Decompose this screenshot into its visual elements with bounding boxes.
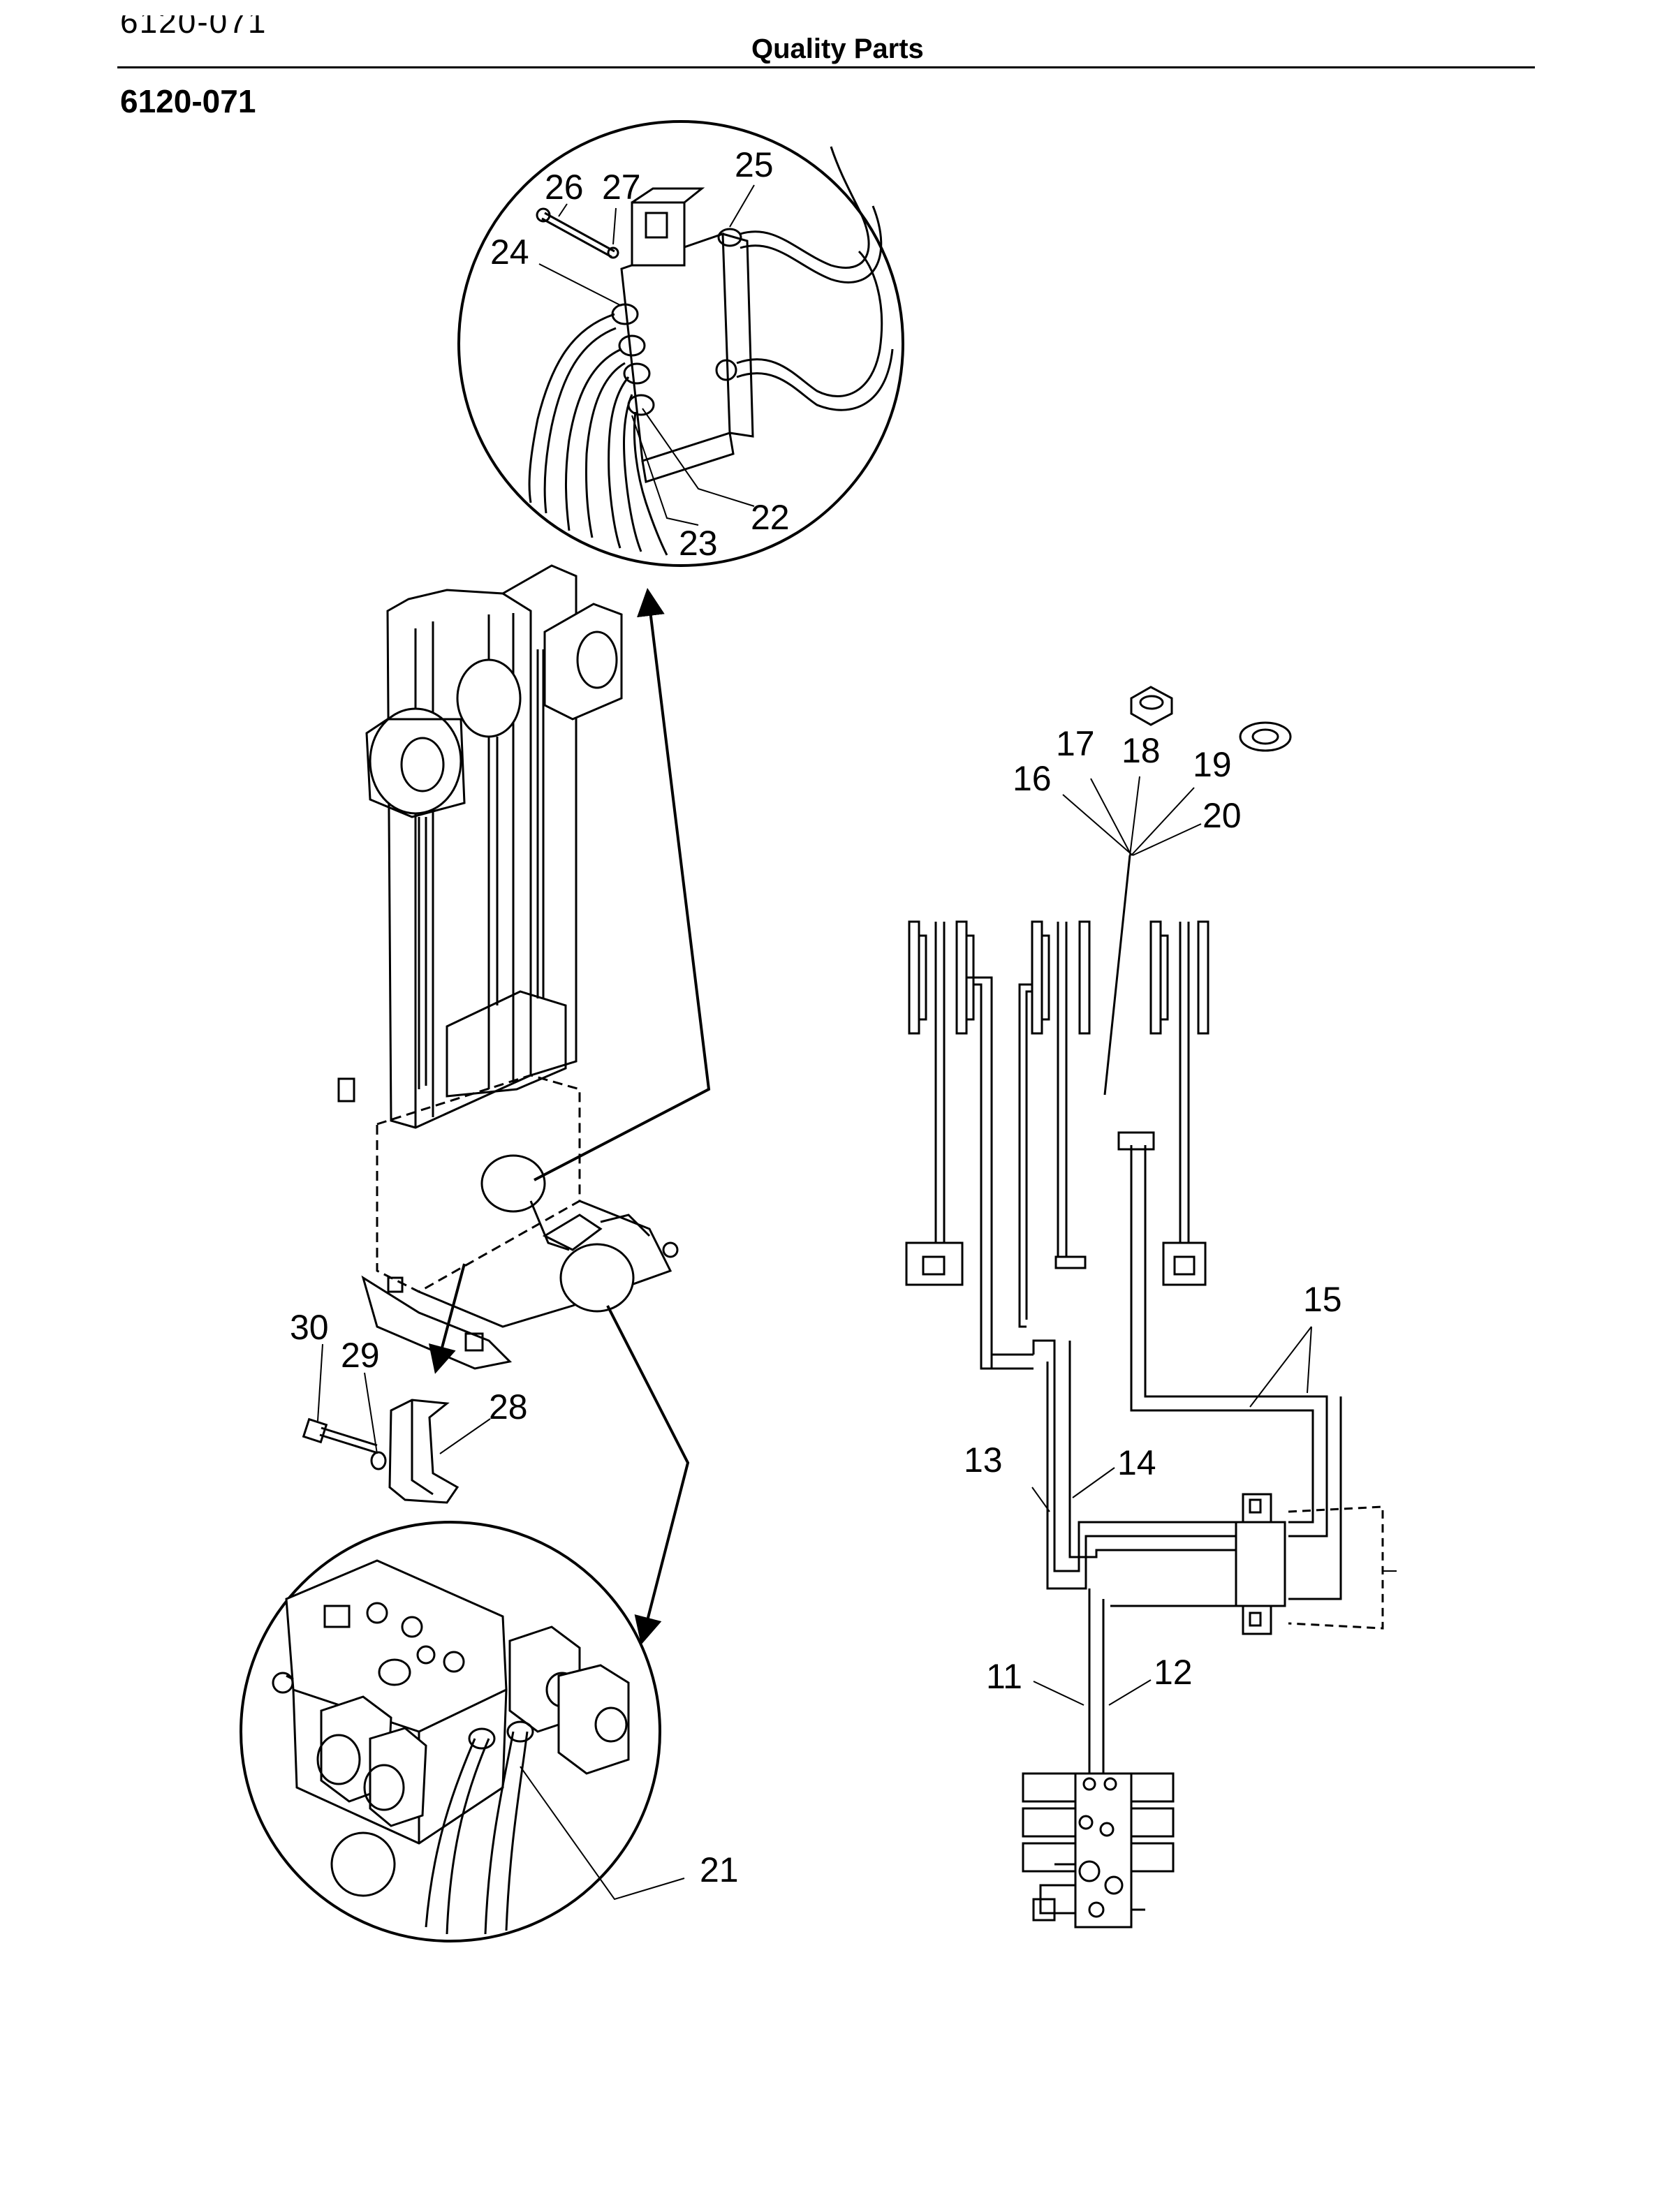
callout-30: 30 xyxy=(290,1308,329,1347)
callout-arrows xyxy=(428,588,711,1645)
section-title: 6120-071 xyxy=(120,83,256,119)
callout-25: 25 xyxy=(735,145,774,184)
hydraulic-schematic xyxy=(905,686,1397,1929)
header-rule xyxy=(117,66,1535,68)
callout-28: 28 xyxy=(489,1387,528,1426)
callout-18: 18 xyxy=(1122,731,1161,770)
detail-circle-control-block xyxy=(240,1521,685,1942)
callout-26: 26 xyxy=(545,168,584,207)
callout-20: 20 xyxy=(1203,796,1242,835)
callout-27: 27 xyxy=(602,168,641,207)
callout-numbers: 26 27 25 24 22 23 16 17 18 19 20 15 13 1… xyxy=(290,145,1342,1889)
mast-assembly xyxy=(337,564,679,1370)
callout-12: 12 xyxy=(1154,1653,1193,1692)
callout-14: 14 xyxy=(1117,1443,1156,1482)
callout-17: 17 xyxy=(1056,724,1095,763)
callout-15: 15 xyxy=(1303,1280,1342,1319)
callout-22: 22 xyxy=(751,498,790,537)
callout-13: 13 xyxy=(964,1440,1003,1480)
bracket-28-parts xyxy=(302,1343,491,1504)
page-code-header: 6120-071 xyxy=(120,15,267,40)
detail-circle-valve xyxy=(457,120,904,567)
callout-21: 21 xyxy=(700,1850,739,1889)
callout-29: 29 xyxy=(341,1336,380,1375)
callout-24: 24 xyxy=(490,233,529,272)
callout-19: 19 xyxy=(1193,745,1232,784)
header-title: Quality Parts xyxy=(751,34,924,64)
callout-16: 16 xyxy=(1013,759,1052,798)
callout-23: 23 xyxy=(679,524,718,563)
callout-11: 11 xyxy=(986,1657,1022,1696)
